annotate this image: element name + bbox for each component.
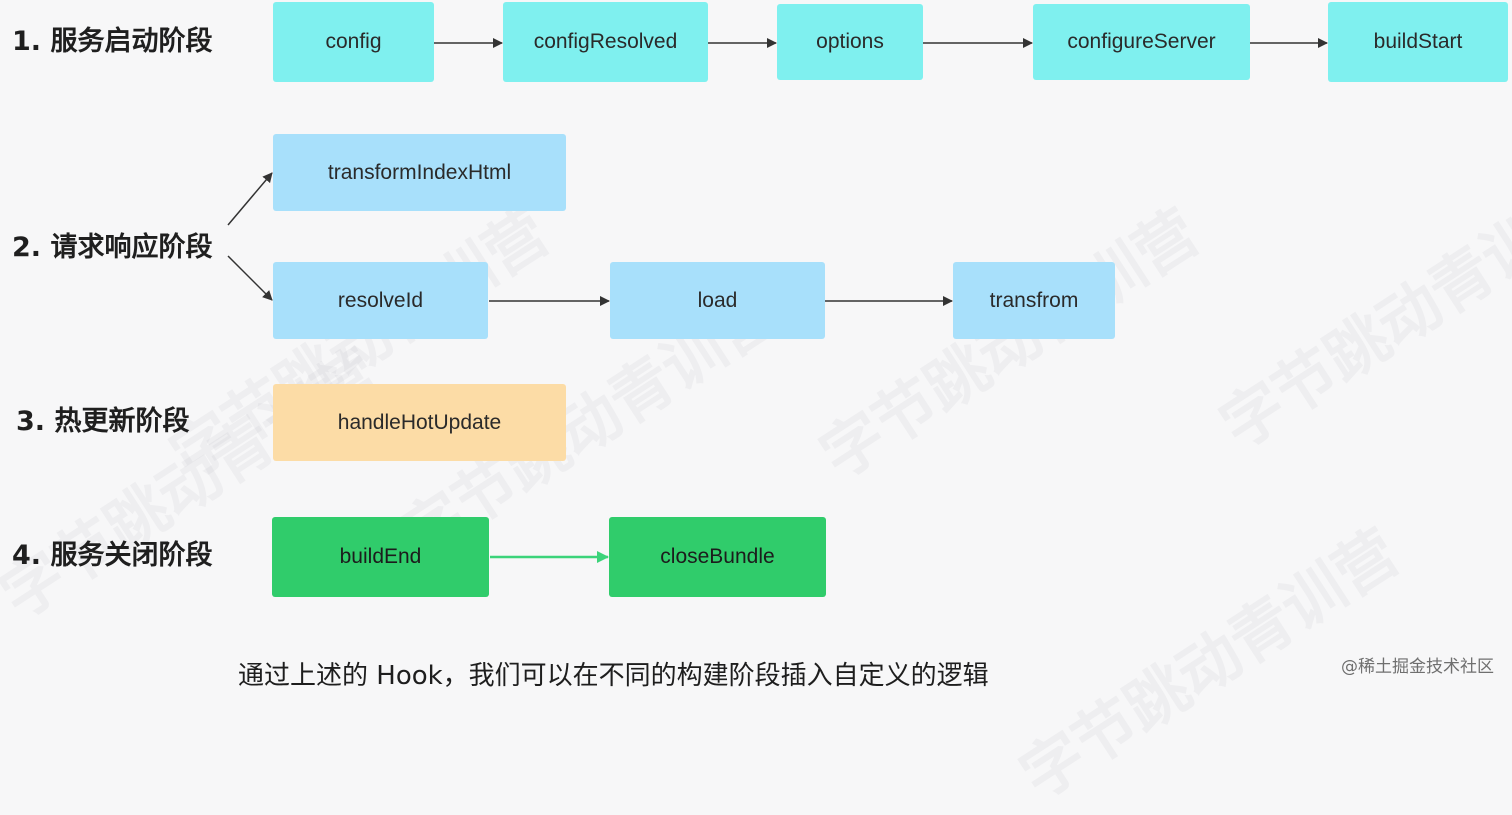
hook-node-buildStart: buildStart <box>1328 2 1508 82</box>
hook-node-options: options <box>777 4 923 80</box>
diagram-canvas: 字节跳动青训营 字节跳动青训营 字节跳动青训营 字节跳动青训营 字节跳动青训营 … <box>12 2 1508 691</box>
stage-label-startup: 1. 服务启动阶段 <box>12 26 213 57</box>
hook-node-transformIndexHtml: transformIndexHtml <box>273 134 566 211</box>
hook-node-load: load <box>610 262 825 339</box>
stage-label-shutdown: 4. 服务关闭阶段 <box>12 540 213 571</box>
hook-node-buildEnd: buildEnd <box>272 517 489 597</box>
arrows-layer <box>227 38 1328 563</box>
hook-node-configureServer: configureServer <box>1033 4 1250 80</box>
hook-node-config: config <box>273 2 434 82</box>
source-credit: @稀土掘金技术社区 <box>1341 657 1494 677</box>
arrow-stage2-to-resolveId <box>227 255 273 301</box>
stage-label-hot-update: 3. 热更新阶段 <box>16 406 190 437</box>
hook-node-closeBundle: closeBundle <box>609 517 826 597</box>
hook-node-transfrom: transfrom <box>953 262 1115 339</box>
stage-label-request: 2. 请求响应阶段 <box>12 232 213 263</box>
hook-node-handleHotUpdate: handleHotUpdate <box>273 384 566 461</box>
subtitle-caption: 通过上述的 Hook，我们可以在不同的构建阶段插入自定义的逻辑 <box>238 661 989 691</box>
hook-node-configResolved: configResolved <box>503 2 708 82</box>
arrow-stage2-to-transformIndexHtml <box>227 172 273 226</box>
hook-node-resolveId: resolveId <box>273 262 488 339</box>
